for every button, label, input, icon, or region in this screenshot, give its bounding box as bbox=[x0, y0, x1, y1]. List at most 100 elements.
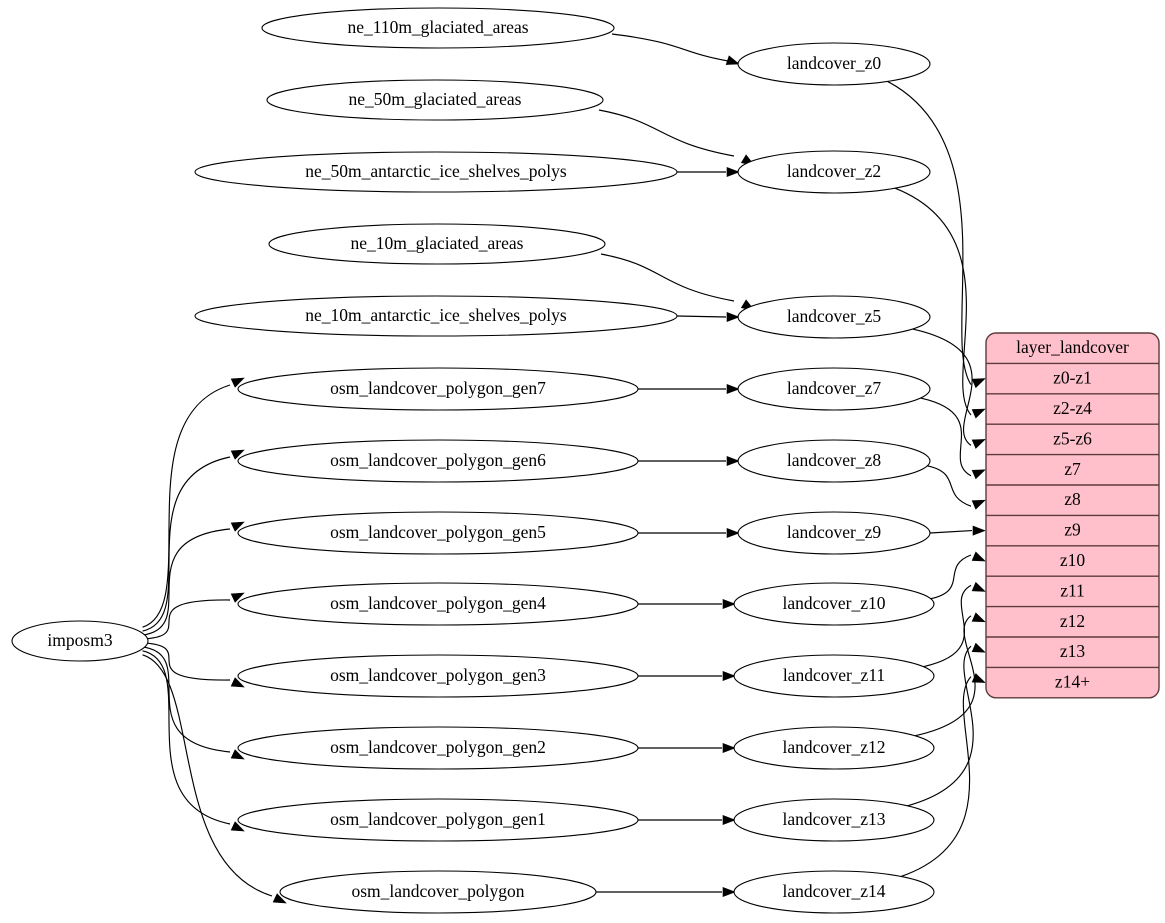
landcover-node-landcover_z8[interactable]: landcover_z8 bbox=[737, 439, 931, 483]
edge-landcover_z10-to-row bbox=[930, 554, 972, 600]
node-ellipse bbox=[194, 295, 678, 337]
layer-table-row-z14-[interactable]: z14+ bbox=[1055, 672, 1090, 692]
edge-landcover_z9-to-row bbox=[929, 530, 973, 534]
source-node-imposm3[interactable]: imposm3 bbox=[11, 620, 149, 662]
ne-node-ne_50m_glaciated_areas[interactable]: ne_50m_glaciated_areas bbox=[266, 79, 604, 121]
edge-ne50mglaciated-to-z2 bbox=[598, 109, 735, 157]
edge-landcover_z12-to-row bbox=[915, 615, 976, 737]
edge-arrowhead bbox=[722, 814, 736, 826]
osm-node-osm_landcover_polygon_gen6[interactable]: osm_landcover_polygon_gen6 bbox=[237, 439, 639, 483]
layer-table-row-z13[interactable]: z13 bbox=[1060, 641, 1086, 661]
layer-table-row-z10[interactable]: z10 bbox=[1060, 550, 1086, 570]
edge-imposm3-to-osm_landcover_polygon bbox=[142, 654, 273, 897]
osm-node-osm_landcover_polygon_gen3[interactable]: osm_landcover_polygon_gen3 bbox=[237, 654, 639, 698]
ne-node-ne_10m_antarctic_ice_shelves_polys[interactable]: ne_10m_antarctic_ice_shelves_polys bbox=[194, 295, 678, 337]
edge-arrowhead bbox=[230, 749, 245, 760]
edge-arrowhead bbox=[971, 642, 986, 653]
node-label: landcover_z7 bbox=[787, 378, 882, 398]
edge-arrowhead bbox=[230, 677, 245, 688]
node-label: osm_landcover_polygon_gen5 bbox=[330, 522, 546, 542]
layer-table-row-z0-z1[interactable]: z0-z1 bbox=[1053, 368, 1092, 388]
layer-table-row-z5-z6[interactable]: z5-z6 bbox=[1053, 428, 1092, 448]
node-ellipse bbox=[733, 654, 935, 698]
edge-imposm3-to-osm_landcover_polygon_gen2 bbox=[142, 646, 231, 753]
edge-arrowhead bbox=[971, 439, 986, 449]
node-ellipse bbox=[194, 151, 678, 193]
landcover-node-landcover_z13[interactable]: landcover_z13 bbox=[733, 798, 935, 842]
node-ellipse bbox=[737, 367, 931, 411]
ne-node-ne_50m_antarctic_ice_shelves_polys[interactable]: ne_50m_antarctic_ice_shelves_polys bbox=[194, 151, 678, 193]
osm-node-osm_landcover_polygon_gen5[interactable]: osm_landcover_polygon_gen5 bbox=[237, 511, 639, 555]
layer-table-row-z12[interactable]: z12 bbox=[1060, 611, 1085, 631]
edge-arrowhead bbox=[971, 673, 986, 683]
node-ellipse bbox=[733, 870, 935, 914]
node-ellipse bbox=[733, 726, 935, 770]
node-ellipse bbox=[237, 654, 639, 698]
node-label: landcover_z5 bbox=[787, 306, 882, 326]
landcover-node-landcover_z12[interactable]: landcover_z12 bbox=[733, 726, 935, 770]
node-ellipse bbox=[737, 295, 931, 339]
node-label: osm_landcover_polygon_gen4 bbox=[330, 593, 546, 613]
edge-arrowhead bbox=[722, 742, 736, 754]
node-label: landcover_z12 bbox=[782, 737, 885, 757]
node-label: osm_landcover_polygon_gen6 bbox=[330, 450, 546, 470]
node-label: landcover_z13 bbox=[782, 809, 885, 829]
node-label: osm_landcover_polygon_gen1 bbox=[330, 809, 546, 829]
edge-arrowhead bbox=[971, 499, 986, 510]
edge-arrowhead bbox=[971, 378, 986, 389]
landcover-node-landcover_z5[interactable]: landcover_z5 bbox=[737, 295, 931, 339]
edge-ne110m-to-z0 bbox=[611, 33, 729, 62]
node-label: osm_landcover_polygon_gen3 bbox=[330, 665, 546, 685]
node-ellipse bbox=[237, 439, 639, 483]
landcover-node-landcover_z10[interactable]: landcover_z10 bbox=[733, 582, 935, 626]
layer-table-header: layer_landcover bbox=[1016, 337, 1129, 357]
node-label: landcover_z2 bbox=[787, 161, 881, 181]
landcover-node-landcover_z7[interactable]: landcover_z7 bbox=[737, 367, 931, 411]
node-ellipse bbox=[237, 798, 639, 842]
edge-arrowhead bbox=[971, 551, 986, 562]
edge-arrowhead bbox=[726, 166, 740, 178]
ne-node-ne_10m_glaciated_areas[interactable]: ne_10m_glaciated_areas bbox=[268, 223, 606, 265]
edge-arrowhead bbox=[971, 612, 986, 623]
node-label: landcover_z8 bbox=[787, 450, 882, 470]
landcover-node-landcover_z11[interactable]: landcover_z11 bbox=[733, 654, 935, 698]
osm-node-osm_landcover_polygon[interactable]: osm_landcover_polygon bbox=[279, 870, 597, 914]
node-ellipse bbox=[737, 439, 931, 483]
edge-imposm3-to-osm_landcover_polygon_gen6 bbox=[142, 456, 231, 632]
edge-imposm3-to-osm_landcover_polygon_gen5 bbox=[142, 528, 231, 636]
edge-arrowhead bbox=[272, 893, 287, 904]
node-ellipse bbox=[11, 620, 149, 662]
edge-landcover_z7-to-row bbox=[920, 397, 972, 477]
node-ellipse bbox=[237, 367, 639, 411]
edge-arrowhead bbox=[725, 55, 740, 65]
osm-node-osm_landcover_polygon_gen1[interactable]: osm_landcover_polygon_gen1 bbox=[237, 798, 639, 842]
node-ellipse bbox=[737, 511, 931, 555]
edge-arrowhead bbox=[230, 521, 245, 532]
edge-arrowhead bbox=[230, 592, 245, 603]
layer-table-row-z8[interactable]: z8 bbox=[1064, 489, 1081, 509]
node-label: ne_10m_glaciated_areas bbox=[351, 233, 524, 253]
edge-arrowhead bbox=[722, 886, 736, 898]
node-ellipse bbox=[237, 511, 639, 555]
layer-table-row-z9[interactable]: z9 bbox=[1064, 520, 1081, 540]
landcover-node-landcover_z2[interactable]: landcover_z2 bbox=[737, 150, 931, 194]
landcover-node-landcover_z0[interactable]: landcover_z0 bbox=[737, 42, 931, 86]
node-label: landcover_z11 bbox=[783, 665, 885, 685]
edge-imposm3-to-osm_landcover_polygon_gen7 bbox=[142, 384, 231, 628]
ne-node-ne_110m_glaciated_areas[interactable]: ne_110m_glaciated_areas bbox=[261, 7, 615, 49]
node-label: ne_110m_glaciated_areas bbox=[347, 17, 528, 37]
osm-node-osm_landcover_polygon_gen2[interactable]: osm_landcover_polygon_gen2 bbox=[237, 726, 639, 770]
landcover-node-landcover_z9[interactable]: landcover_z9 bbox=[737, 511, 931, 555]
osm-node-osm_landcover_polygon_gen4[interactable]: osm_landcover_polygon_gen4 bbox=[237, 582, 639, 626]
osm-node-osm_landcover_polygon_gen7[interactable]: osm_landcover_polygon_gen7 bbox=[237, 367, 639, 411]
landcover-node-landcover_z14[interactable]: landcover_z14 bbox=[733, 870, 935, 914]
node-label: landcover_z14 bbox=[782, 881, 885, 901]
layer-table-row-z7[interactable]: z7 bbox=[1064, 459, 1081, 479]
edge-ne10mantarctic-to-z5 bbox=[676, 315, 727, 318]
layer-landcover-table[interactable]: layer_landcover z0-z1 z2-z4 z5-z6 z7 z8 z9 z10 z… bbox=[985, 332, 1160, 699]
layer-table-row-z11[interactable]: z11 bbox=[1060, 580, 1085, 600]
edge-arrowhead bbox=[971, 581, 986, 592]
layer-table-row-z2-z4[interactable]: z2-z4 bbox=[1053, 398, 1092, 418]
node-label: landcover_z10 bbox=[782, 593, 885, 613]
